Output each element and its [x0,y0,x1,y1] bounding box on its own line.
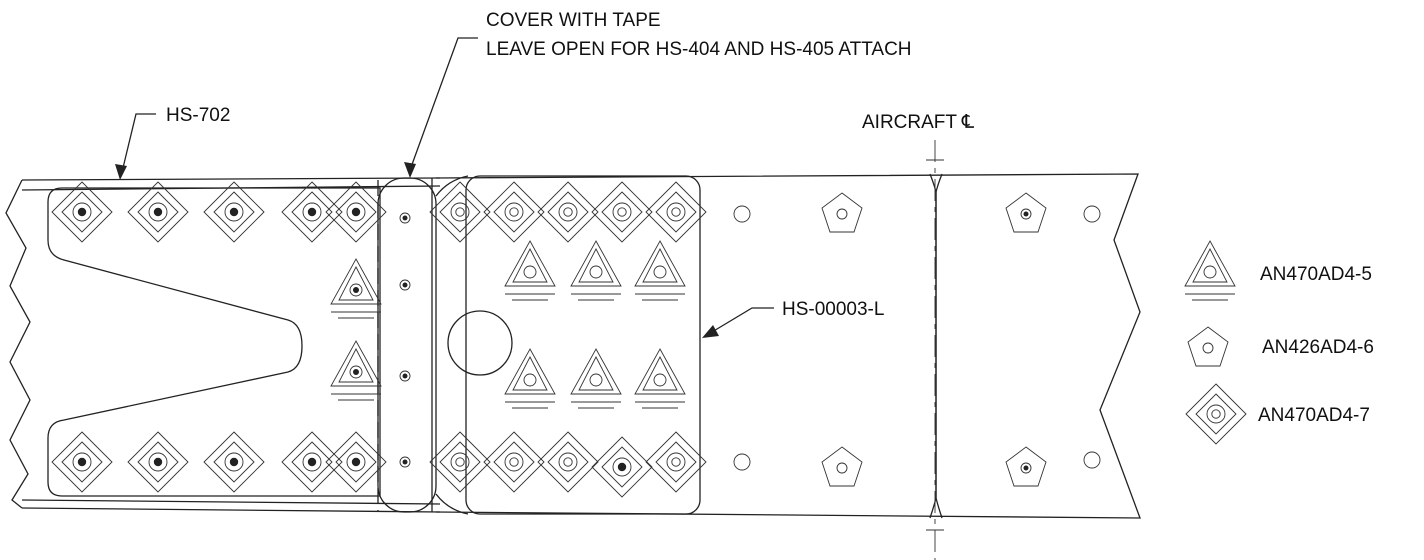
hs-702-spar [5,177,441,513]
rivet-row-top [51,181,707,243]
rivet-triangles [330,240,686,409]
rivet-pentagons [821,192,1047,487]
legend-label-an426ad4-6: AN426AD4-6 [1262,337,1374,358]
leader-hs-00003-l [702,307,774,338]
hs-00003-l-label: HS-00003-L [782,299,884,320]
triangle-rivet-icon [1184,240,1236,301]
rivet-row-bottom [51,431,707,498]
legend-label-an470ad4-7: AN470AD4-7 [1258,405,1370,426]
leader-hs-702 [115,113,156,180]
legend-label-an470ad4-5: AN470AD4-5 [1260,264,1372,285]
hs-702-label: HS-702 [166,105,230,126]
legend: AN470AD4-5 AN426AD4-6 AN470AD4-7 [1184,240,1374,445]
aircraft-centerline [926,140,944,560]
rivet-holes-small [399,205,1101,471]
pentagon-rivet-icon [1187,326,1229,367]
centerline-label: AIRCRAFT ℄ [862,112,975,133]
hs-00003-l-plate [435,173,1141,519]
tape-note-line2: LEAVE OPEN FOR HS-404 AND HS-405 ATTACH [486,39,912,60]
tape-note-line1: COVER WITH TAPE [486,10,661,31]
leader-tape [404,37,478,178]
diamond-rivet-icon [1185,383,1247,445]
